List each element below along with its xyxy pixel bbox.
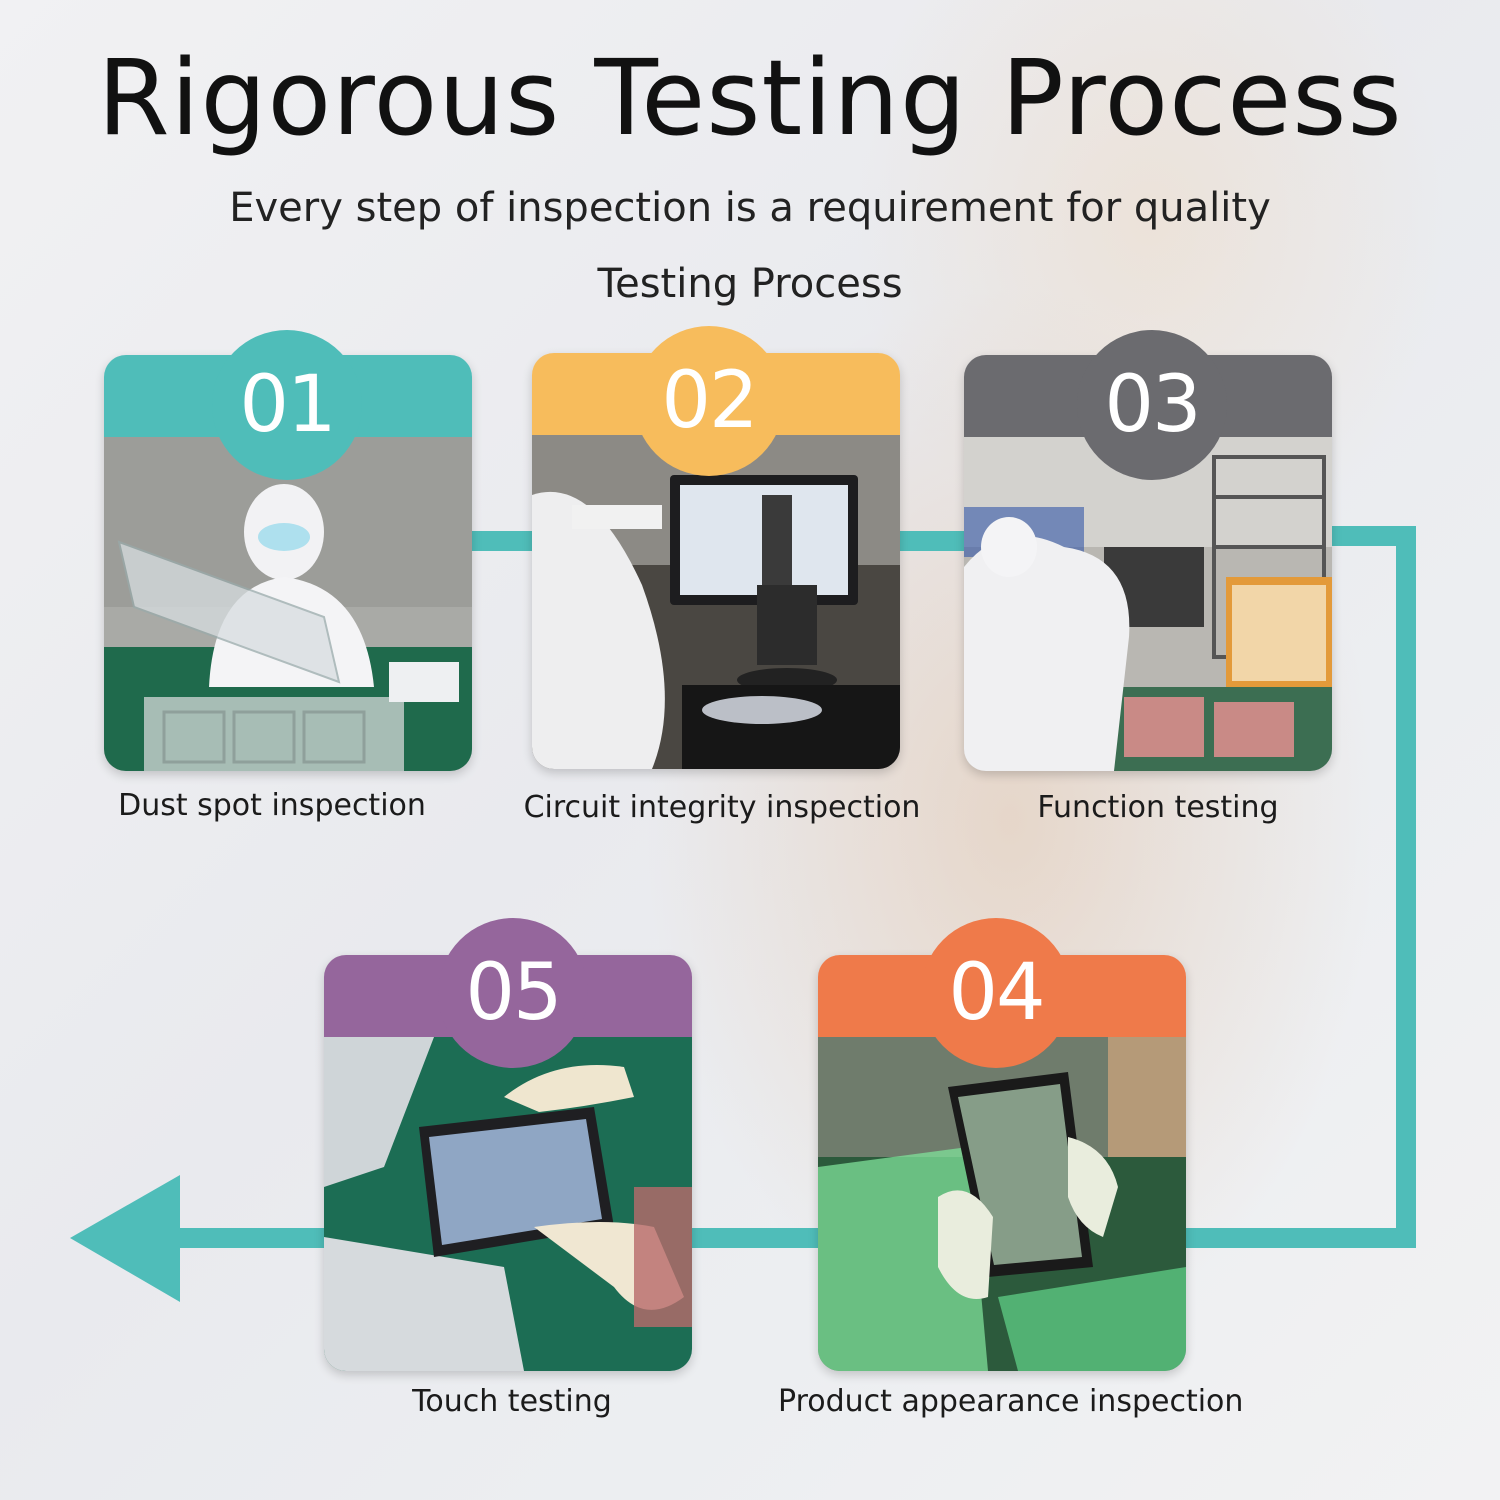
step-badge-02: 02 — [634, 326, 784, 476]
connector-3-right — [1330, 526, 1416, 546]
step-label-02: Circuit integrity inspection — [523, 790, 921, 825]
connector-1-2 — [470, 531, 534, 551]
step-photo-dust-inspection — [104, 437, 472, 771]
step-number: 01 — [239, 360, 336, 450]
arrow-left-icon — [70, 1175, 180, 1302]
page-subtitle: Every step of inspection is a requiremen… — [229, 185, 1271, 231]
connector-4-5 — [690, 1228, 820, 1248]
step-photo-appearance-inspection — [818, 1037, 1186, 1371]
connector-5-arrow — [175, 1228, 325, 1248]
page-title: Rigorous Testing Process — [97, 37, 1403, 159]
step-card-03 — [964, 355, 1332, 771]
step-card-02 — [532, 353, 900, 769]
connector-2-3 — [898, 531, 966, 551]
step-label-03: Function testing — [1037, 790, 1279, 825]
step-badge-03: 03 — [1077, 330, 1227, 480]
step-card-04 — [818, 955, 1186, 1371]
step-number: 05 — [465, 948, 562, 1038]
connector-lines — [175, 526, 1416, 1248]
step-photo-function-testing — [964, 437, 1332, 771]
step-label-05: Touch testing — [412, 1384, 612, 1419]
connector-to-4 — [1186, 1228, 1416, 1248]
step-label-04: Product appearance inspection — [778, 1384, 1244, 1419]
step-badge-04: 04 — [921, 918, 1071, 1068]
step-badge-05: 05 — [438, 918, 588, 1068]
connector-right-vertical — [1396, 526, 1416, 1248]
step-number: 04 — [948, 948, 1045, 1038]
step-photo-circuit-inspection — [532, 435, 900, 769]
section-title: Testing Process — [597, 261, 903, 307]
step-badge-01: 01 — [212, 330, 362, 480]
step-label-01: Dust spot inspection — [118, 788, 426, 823]
step-number: 02 — [661, 356, 758, 446]
step-number: 03 — [1104, 360, 1201, 450]
step-photo-touch-testing — [324, 1037, 692, 1371]
